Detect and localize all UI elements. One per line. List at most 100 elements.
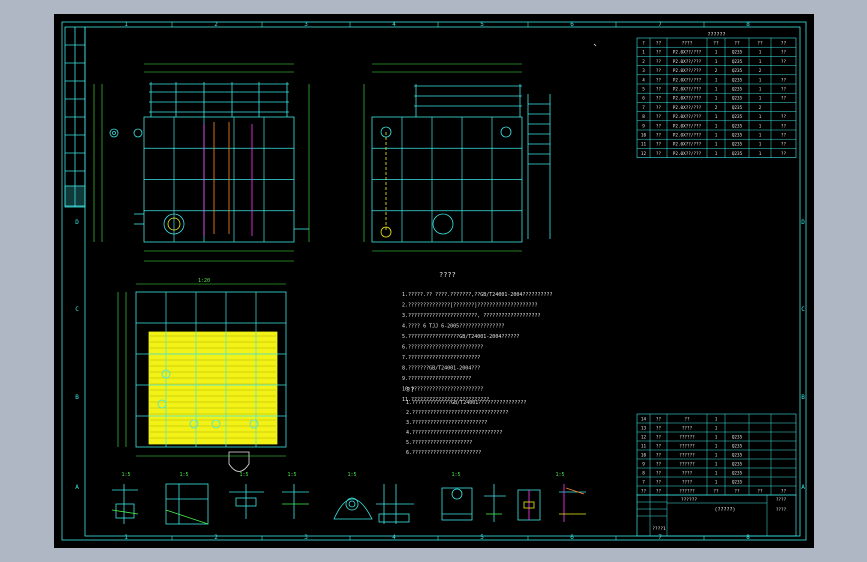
parts-table-bottom-cell: Q235 xyxy=(732,461,743,467)
notes-line-2: 2.???????????????????????????????? xyxy=(406,410,508,416)
parts-table-bottom-cell: ?? xyxy=(734,488,740,494)
parts-table-cell: 1 xyxy=(759,87,762,93)
front-dimensions xyxy=(93,63,310,262)
parts-table-bottom-cell: 1 xyxy=(715,434,718,440)
view-label: 1:5 xyxy=(555,472,564,478)
parts-table-cell: ?? xyxy=(781,59,787,65)
parts-table-cell: Q235 xyxy=(732,96,743,102)
parts-table-bottom-cell: 10 xyxy=(641,452,647,458)
title-block: ??????(?????)????1???????? xyxy=(636,494,797,537)
parts-table-cell: 3 xyxy=(642,68,645,74)
grid-row-label: A xyxy=(801,484,805,491)
parts-table-cell: ?? xyxy=(656,77,662,83)
parts-table-cell: 1 xyxy=(759,50,762,56)
stiffener-grid xyxy=(144,117,294,242)
detail-7 xyxy=(441,487,473,521)
parts-table-cell: 12 xyxy=(641,151,647,157)
parts-table-cell: 1 xyxy=(715,151,718,157)
grid-col-label: 6 xyxy=(570,21,574,28)
notes-line-1: 1.?????.?? ????.???????,??GB/T24001-2004… xyxy=(402,292,553,298)
notes-line-2: 3.????????????????????????? xyxy=(406,420,487,426)
title-drawing-number: (?????) xyxy=(714,507,735,513)
parts-table-bottom-cell: Q235 xyxy=(732,443,743,449)
view-label: 1:5 xyxy=(239,472,248,478)
side-handrail xyxy=(414,84,522,117)
parts-table-cell: P2.0X??/??? xyxy=(673,142,702,148)
cursor-mark xyxy=(593,43,597,47)
side-stiffener-grid xyxy=(372,117,522,242)
stamp-strip-lines xyxy=(65,27,85,207)
parts-table-cell: 1 xyxy=(715,114,718,120)
parts-table-cell: Q235 xyxy=(732,59,743,65)
parts-table-cell: ?? xyxy=(781,114,787,120)
parts-table-cell: Q235 xyxy=(732,142,743,148)
parts-table-bottom-cell: 1 xyxy=(715,425,718,431)
parts-table-cell: 4 xyxy=(642,77,645,83)
parts-table-bottom-cell: 1 xyxy=(715,479,718,485)
parts-table-cell: Q235 xyxy=(732,114,743,120)
parts-table-bottom-cell: ?????? xyxy=(679,452,695,458)
internal-ladder xyxy=(213,122,230,234)
parts-table-cell: 2 xyxy=(642,59,645,65)
parts-table-cell: 5 xyxy=(642,87,645,93)
parts-table-cell: 1 xyxy=(759,151,762,157)
plan-grid xyxy=(136,292,286,447)
notes-line-1: 11.?????????????????????????? xyxy=(402,397,489,403)
parts-table-cell: 1 xyxy=(759,114,762,120)
parts-table-cell: Q235 xyxy=(732,77,743,83)
parts-table-cell: ?? xyxy=(656,59,662,65)
vertical-pipes xyxy=(203,124,253,236)
detail-1 xyxy=(111,484,139,524)
grid-col-label: 7 xyxy=(658,21,662,28)
parts-table-bottom-cell: 1 xyxy=(715,452,718,458)
sump xyxy=(228,451,250,472)
parts-table-cell: 1 xyxy=(715,50,718,56)
parts-table-cell: P2.0X??/??? xyxy=(673,151,702,157)
notes-line-1: 5.?????????????????GB/T24001-2004?????? xyxy=(402,334,519,340)
parts-table-bottom-cell: ?????? xyxy=(679,461,695,467)
parts-table-cell: P2.0X??/??? xyxy=(673,50,702,56)
drawing-frame xyxy=(61,21,807,541)
parts-table-cell: ?? xyxy=(781,142,787,148)
grid-col-label: 2 xyxy=(214,21,218,28)
parts-table-cell: ?? xyxy=(656,151,662,157)
grid-col-label: 8 xyxy=(746,534,750,541)
parts-table-cell: Q235 xyxy=(732,105,743,111)
grid-col-label: 4 xyxy=(392,21,396,28)
grid-row-label: B xyxy=(75,394,79,401)
notes-line-2: 1.?????????????GB/T24001???????????????? xyxy=(406,400,526,406)
inner-border xyxy=(84,26,801,537)
parts-table-cell: P2.0X??/??? xyxy=(673,87,702,93)
notes-line-1: 4.???? 6 TJJ 6-2005??????????????? xyxy=(402,324,504,330)
view-label: 1:20 xyxy=(198,278,210,284)
parts-table-bottom-cell: 1 xyxy=(715,416,718,422)
parts-table-cell: Q235 xyxy=(732,133,743,139)
grid-row-label: B xyxy=(801,394,805,401)
parts-table-cell: 1 xyxy=(715,87,718,93)
grid-col-label: 2 xyxy=(214,534,218,541)
detail-6 xyxy=(376,484,414,524)
parts-table-bottom-cell: ?? xyxy=(656,425,662,431)
grid-col-label: 6 xyxy=(570,534,574,541)
stamp-strip-filled xyxy=(64,185,86,207)
parts-table-bottom-cell: ?? xyxy=(656,479,662,485)
detail-2 xyxy=(165,483,209,525)
parts-table-cell: Q235 xyxy=(732,50,743,56)
parts-table-bottom-cell: ?? xyxy=(781,488,787,494)
detail-10 xyxy=(559,484,586,522)
parts-table-bottom-cell: ?????? xyxy=(679,488,695,494)
parts-table-header: ? xyxy=(642,41,645,47)
parts-table-cell: 1 xyxy=(642,50,645,56)
grid-col-label: 3 xyxy=(304,534,308,541)
parts-table-bottom-cell: ?? xyxy=(684,416,690,422)
view-label: 1:5 xyxy=(179,472,188,478)
grid-col-label: 4 xyxy=(392,534,396,541)
parts-table-cell: 1 xyxy=(715,142,718,148)
external-ladder xyxy=(527,94,551,239)
parts-table-bottom-cell: ?? xyxy=(656,434,662,440)
